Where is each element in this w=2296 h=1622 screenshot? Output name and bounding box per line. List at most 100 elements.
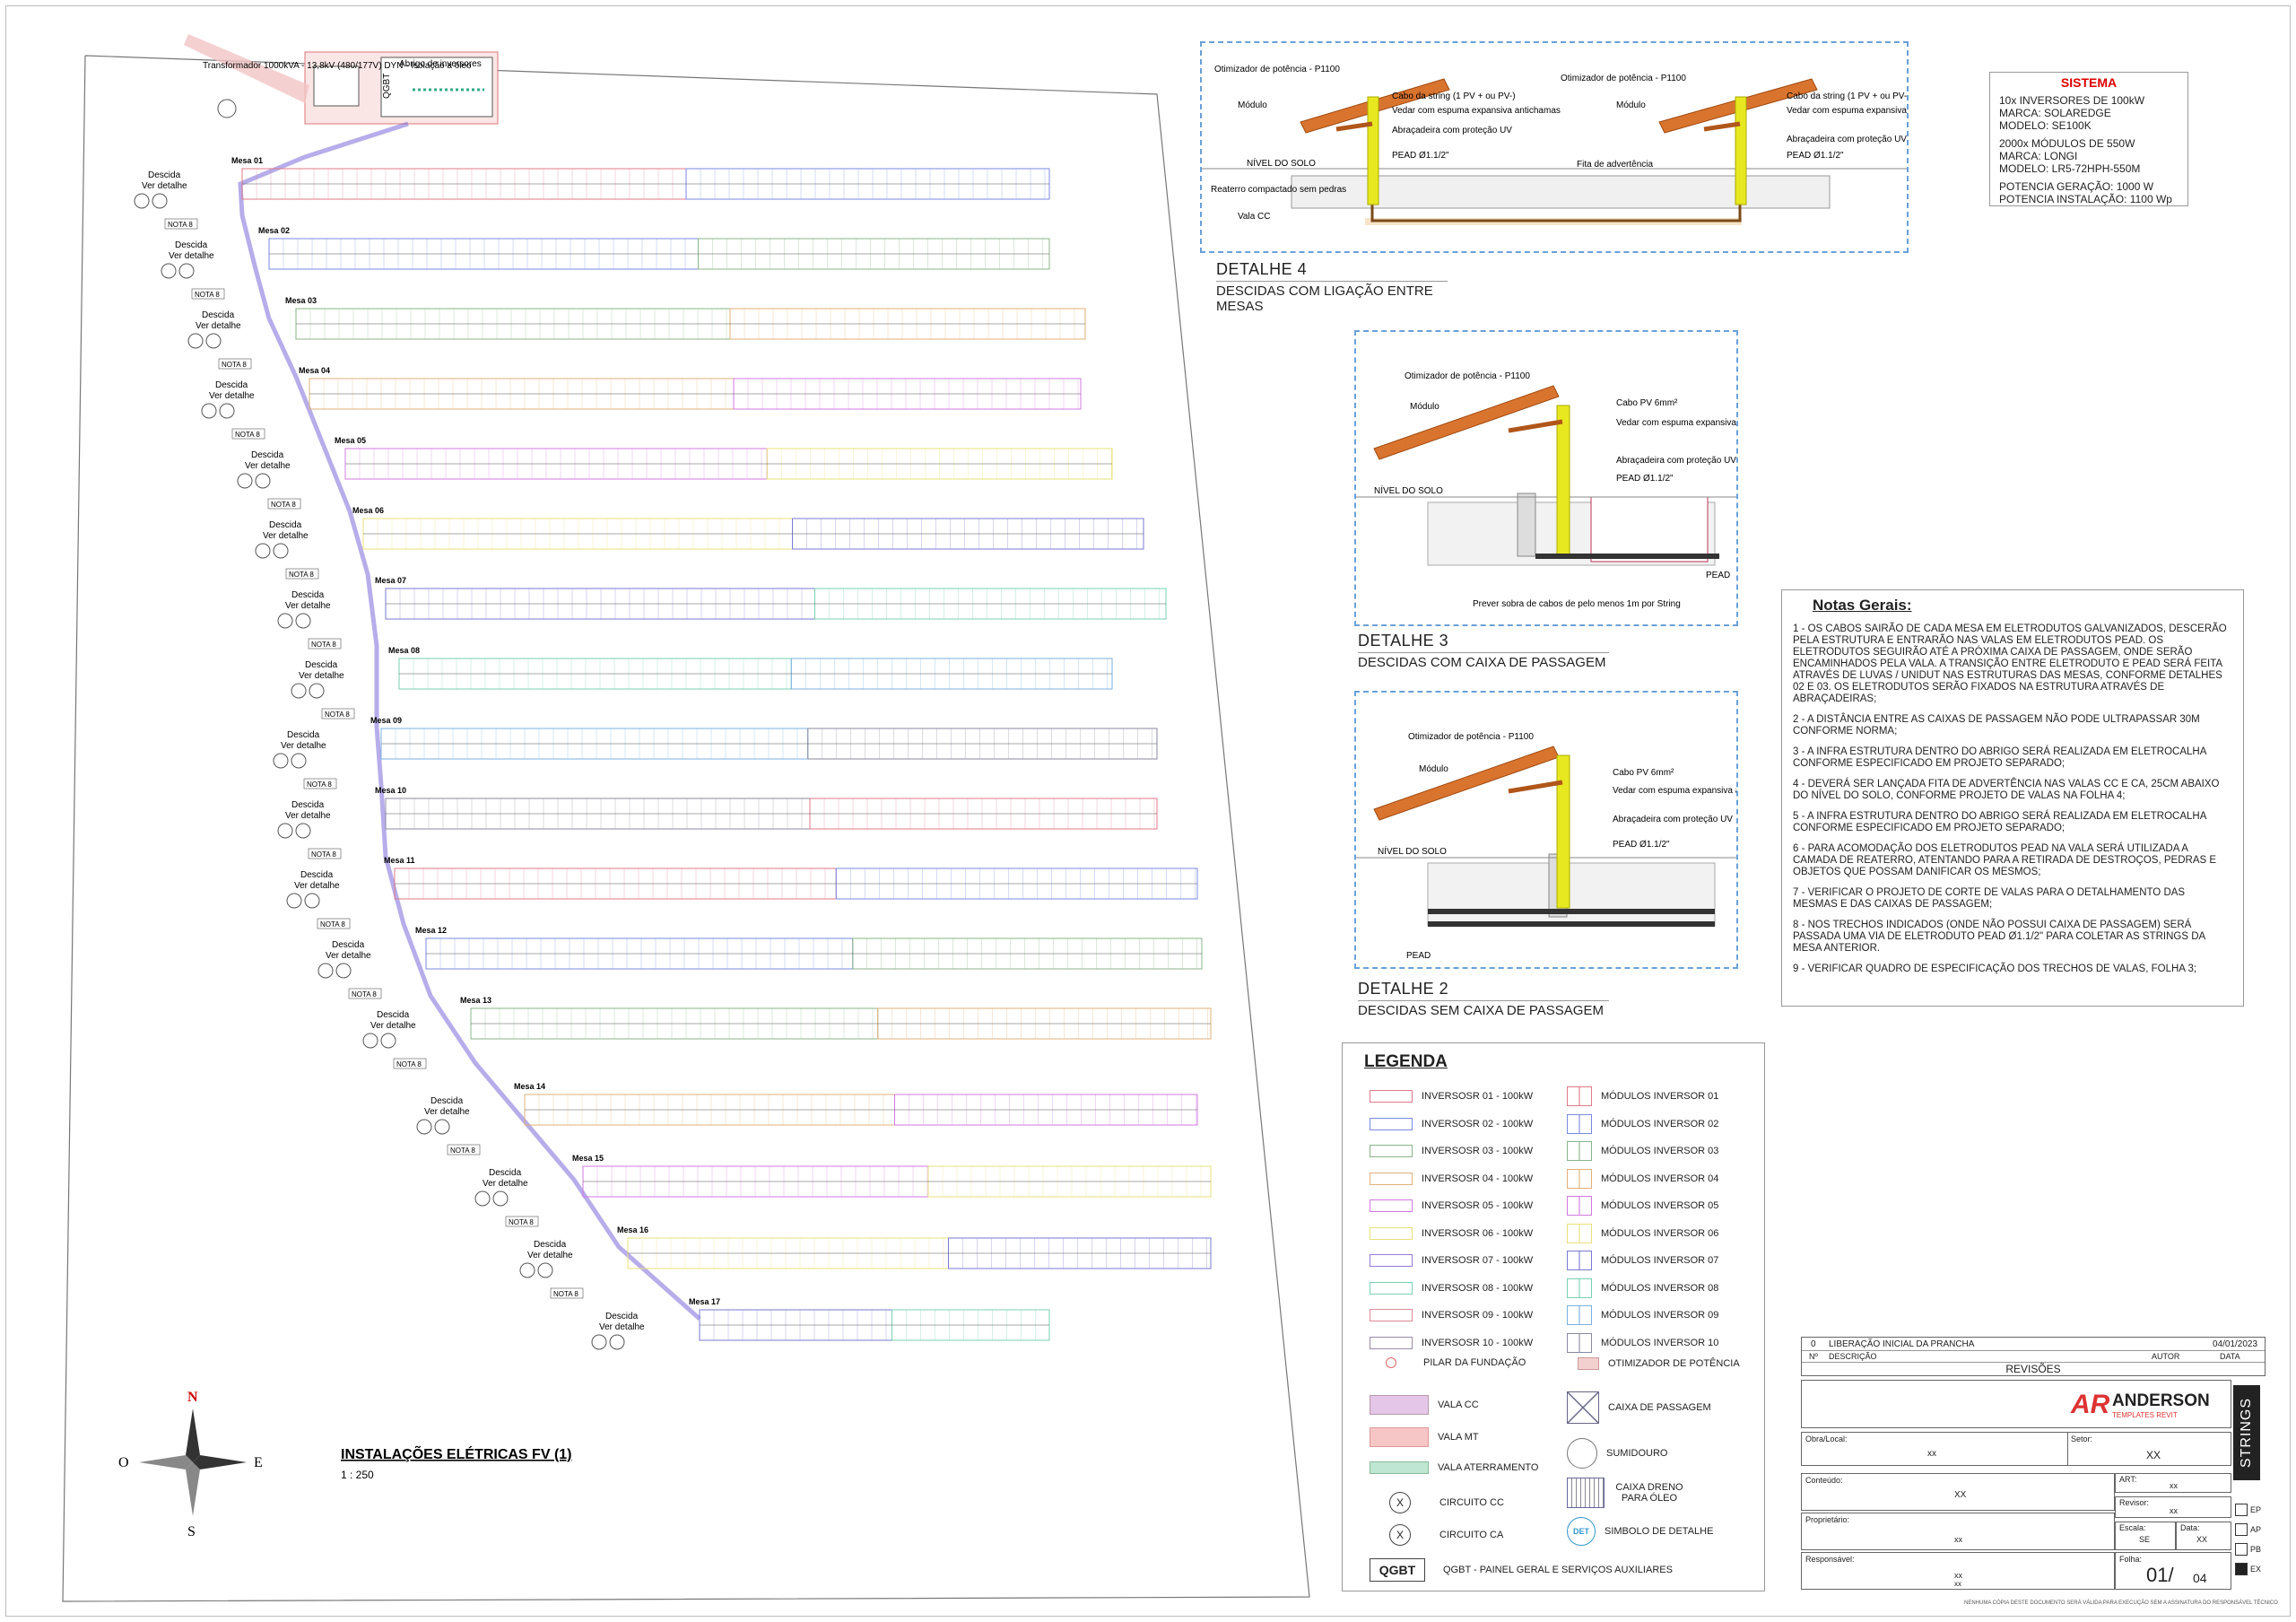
status-checkboxes: EP AP PB EX — [2235, 1500, 2261, 1579]
brand-sub: TEMPLATES REVIT — [2112, 1411, 2178, 1419]
checkbox-ep[interactable]: EP — [2235, 1500, 2261, 1520]
sistema-line-3: 2000x MÓDULOS DE 550W — [1999, 137, 2135, 150]
detalhe-3-title: DETALHE 3 — [1358, 632, 1449, 650]
sistema-line-0: 10x INVERSORES DE 100kW — [1999, 94, 2145, 107]
modulo-swatch — [1567, 1332, 1592, 1353]
sumidouro-icon — [1567, 1438, 1597, 1469]
revisor-box: Revisor: xx — [2115, 1496, 2231, 1518]
sistema-line-6: POTENCIA GERAÇÃO: 1000 W — [1999, 180, 2154, 193]
leg-sumidouro: SUMIDOURO — [1567, 1438, 1667, 1469]
nota-8: 8 - NOS TRECHOS INDICADOS (ONDE NÃO POSS… — [1793, 920, 2205, 954]
nota-8-label: NOTA 8 — [509, 1218, 534, 1226]
mesa-label: Mesa 12 — [415, 926, 447, 935]
d4-vedar-2: Vedar com espuma expansiva antichamas — [1787, 106, 1907, 116]
ver-detalhe-label: Ver detalhe — [285, 811, 331, 821]
inversor-swatch — [1370, 1336, 1413, 1349]
modulo-swatch — [1567, 1141, 1592, 1161]
escala-box: Escala: SE — [2115, 1522, 2176, 1550]
checkbox-ap[interactable]: AP — [2235, 1520, 2261, 1539]
d4-modulo-1: Módulo — [1238, 100, 1267, 110]
modulo-swatch — [1567, 1196, 1592, 1216]
detail-callout-icon — [434, 1119, 450, 1135]
nota-5: 5 - A INFRA ESTRUTURA DENTRO DO ABRIGO S… — [1793, 811, 2206, 833]
detail-callout-icon — [152, 193, 168, 209]
nota-8-label: NOTA 8 — [320, 920, 345, 929]
detail-callout-icon — [335, 963, 352, 979]
leg-inversor-5: INVERSOSR 05 - 100kW — [1370, 1199, 1533, 1212]
detalhe-4-subtitle: DESCIDAS COM LIGAÇÃO ENTRE MESAS — [1216, 283, 1433, 314]
leg-inversor-8: INVERSOSR 08 - 100kW — [1370, 1281, 1533, 1295]
mesa-label: Mesa 08 — [388, 646, 420, 655]
leg-inversor-9: INVERSOSR 09 - 100kW — [1370, 1309, 1533, 1321]
inversor-swatch — [1370, 1309, 1413, 1321]
d3-modulo: Módulo — [1410, 402, 1439, 412]
detalhe-symbol-icon: DET — [1567, 1517, 1596, 1546]
d4-reaterro: Reaterro compactado sem pedras — [1211, 185, 1346, 195]
leg-modulo-3: MÓDULOS INVERSOR 03 — [1567, 1141, 1718, 1161]
mesa-label: Mesa 09 — [370, 716, 402, 725]
checkbox-pb[interactable]: PB — [2235, 1539, 2261, 1559]
mesa-label: Mesa 14 — [514, 1082, 545, 1091]
nota-8-box — [447, 1144, 481, 1155]
ver-detalhe-label: Ver detalhe — [209, 391, 255, 401]
detalhe-4-title: DETALHE 4 — [1216, 260, 1308, 278]
detail-callout-icon — [187, 333, 204, 349]
descida-label: Descida — [605, 1312, 639, 1321]
sistema-line-2: MODELO: SE100K — [1999, 119, 2092, 132]
detalhe-3-frame: Otimizador de potência - P1100 Módulo Ca… — [1354, 330, 1785, 626]
detail-callout-icon — [304, 893, 320, 909]
leg-otimizador: OTIMIZADOR DE POTÊNCIA — [1578, 1357, 1740, 1370]
leg-inversor-7: INVERSOSR 07 - 100kW — [1370, 1254, 1533, 1267]
leg-pilar: PILAR DA FUNDAÇÃO — [1370, 1357, 1526, 1368]
nota-8-box — [317, 918, 351, 929]
detail-callout-icon — [519, 1262, 535, 1278]
rev-h-num: Nº — [1809, 1352, 1818, 1361]
modulo-swatch — [1567, 1223, 1592, 1243]
leg-modulo-1: MÓDULOS INVERSOR 01 — [1567, 1086, 1718, 1106]
d2-cabo: Cabo PV 6mm² — [1613, 768, 1674, 778]
mesa-label: Mesa 03 — [285, 296, 317, 305]
nota-7: 7 - VERIFICAR O PROJETO DE CORTE DE VALA… — [1793, 887, 2186, 910]
leg-modulo-9: MÓDULOS INVERSOR 09 — [1567, 1305, 1718, 1325]
checkbox-ex[interactable]: EX — [2235, 1559, 2261, 1579]
sistema-line-1: MARCA: SOLAREDGE — [1999, 107, 2111, 119]
d4-vala: Vala CC — [1238, 212, 1271, 222]
d3-pead: PEAD Ø1.1/2" — [1616, 474, 1674, 484]
detail-callout-icon — [273, 543, 289, 559]
mesa-label: Mesa 06 — [352, 506, 384, 515]
nota-8-label: NOTA 8 — [222, 361, 247, 369]
sistema-title: SISTEMA — [2060, 75, 2118, 90]
descida-label: Descida — [489, 1168, 522, 1178]
proprietario-box: Proprietário: xx — [1801, 1513, 2115, 1550]
detalhe-3-subtitle: DESCIDAS COM CAIXA DE PASSAGEM — [1358, 655, 1606, 670]
compass-s: S — [187, 1524, 196, 1539]
ver-detalhe-label: Ver detalhe — [285, 601, 331, 611]
modulo-swatch — [1567, 1086, 1592, 1106]
d3-otimizador: Otimizador de potência - P1100 — [1405, 371, 1530, 381]
d4-modulo-2: Módulo — [1616, 100, 1646, 110]
detail-callout-icon — [295, 823, 311, 839]
vala-cc-swatch — [1370, 1395, 1429, 1415]
detalhe-4-frame: Otimizador de potência - P1100 Otimizado… — [1200, 41, 1955, 253]
detail-callout-icon — [295, 613, 311, 629]
rev-date: 04/01/2023 — [2213, 1339, 2258, 1349]
rev-h-data: DATA — [2220, 1352, 2240, 1361]
inversor-swatch — [1370, 1281, 1413, 1295]
d3-vedar: Vedar com espuma expansiva antichamas — [1616, 418, 1736, 428]
leg-modulo-8: MÓDULOS INVERSOR 08 — [1567, 1278, 1718, 1298]
ver-detalhe-label: Ver detalhe — [370, 1021, 416, 1031]
leg-modulo-6: MÓDULOS INVERSOR 06 — [1567, 1223, 1718, 1243]
mesa-label: Mesa 11 — [384, 856, 415, 865]
folha-value: 01/ — [2146, 1564, 2174, 1586]
modulo-swatch — [1567, 1278, 1592, 1298]
vala-mt-swatch — [1370, 1427, 1429, 1447]
d4-otimizador-2: Otimizador de potência - P1100 — [1561, 74, 1686, 83]
ver-detalhe-label: Ver detalhe — [299, 671, 344, 681]
